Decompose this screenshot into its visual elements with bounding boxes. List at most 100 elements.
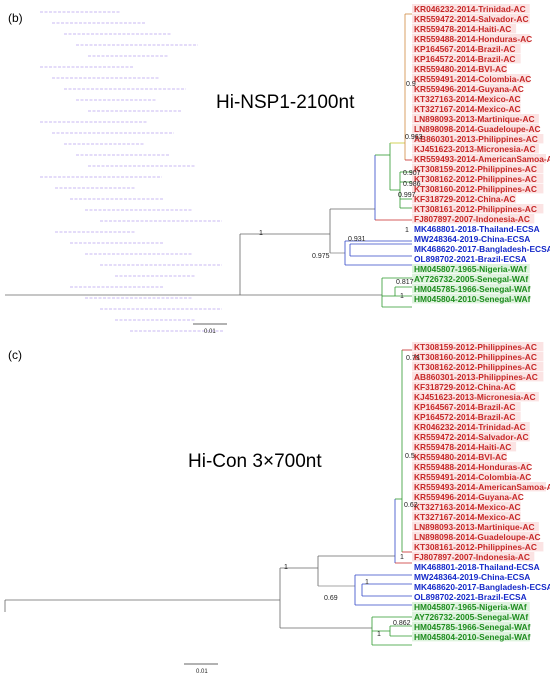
support-value: 0.69 [324, 595, 338, 602]
leaf-label: MK468801-2018-Thailand-ECSA [414, 562, 540, 572]
leaf-highlight [412, 74, 530, 84]
leaf-label: KF318729-2012-China-AC [414, 382, 515, 392]
leaf-label: KT308160-2012-Philippines-AC [414, 184, 537, 194]
leaf-label: KJ451623-2013-Micronesia-AC [414, 144, 536, 154]
leaf-label: KR559488-2014-Honduras-AC [414, 462, 532, 472]
leaf-highlight-group-b [412, 4, 546, 304]
leaf-label: FJ807897-2007-Indonesia-AC [414, 552, 530, 562]
support-value: 0.62 [404, 502, 418, 509]
leaf-highlight [412, 174, 544, 184]
leaf-highlight [412, 284, 530, 294]
leaf-label: KJ451623-2013-Micronesia-AC [414, 392, 536, 402]
leaf-label: KP164567-2014-Brazil-AC [414, 44, 515, 54]
leaf-label: LN898098-2014-Guadeloupe-AC [414, 124, 541, 134]
support-value: 0.817 [396, 279, 414, 286]
leaf-label: LN898093-2013-Martinique-AC [414, 114, 535, 124]
leaf-highlight [412, 622, 530, 632]
support-value: 0.862 [393, 620, 411, 627]
leaf-label: KT308162-2012-Philippines-AC [414, 174, 537, 184]
support-value: 0.9 [406, 81, 416, 88]
leaf-label: KR046232-2014-Trinidad-AC [414, 4, 526, 14]
leaf-label: KP164572-2014-Brazil-AC [414, 412, 515, 422]
scale-bar-b: 0.01 [193, 323, 227, 335]
leaf-highlight [412, 94, 521, 104]
leaf-label: KP164572-2014-Brazil-AC [414, 54, 515, 64]
leaf-label: KT327163-2014-Mexico-AC [414, 502, 521, 512]
leaf-label: KR559478-2014-Haiti-AC [414, 442, 511, 452]
leaf-label: LN898093-2013-Martinique-AC [414, 522, 535, 532]
panel-title-c: Hi-Con 3×700nt [188, 451, 322, 472]
leaf-labels-c: KT308159-2012-Philippines-ACKT308160-201… [414, 342, 550, 642]
leaf-highlight [412, 24, 517, 34]
leaf-label: AB860301-2013-Philippines-AC [414, 372, 538, 382]
support-value: 1 [400, 554, 404, 561]
leaf-highlight [412, 134, 544, 144]
leaf-label: KT308159-2012-Philippines-AC [414, 164, 537, 174]
leaf-highlight [412, 204, 544, 214]
leaf-highlight [412, 54, 521, 64]
leaf-highlight [412, 14, 530, 24]
panel-title-b: Hi-NSP1-2100nt [216, 92, 355, 113]
leaf-label: OL898702-2021-Brazil-ECSA [414, 592, 527, 602]
support-value: 1 [405, 227, 409, 234]
support-value: 0.907 [403, 170, 421, 177]
leaf-label: KR559493-2014-AmericanSamoa-AC [414, 482, 550, 492]
leaf-highlight [412, 144, 539, 154]
leaf-highlight [412, 264, 530, 274]
leaf-label: KR559496-2014-Guyana-AC [414, 84, 524, 94]
leaf-label: KR559496-2014-Guyana-AC [414, 492, 524, 502]
support-value: 1 [377, 631, 381, 638]
leaf-label: KR559491-2014-Colombia-AC [414, 472, 531, 482]
leaf-label: KT308161-2012-Philippines-AC [414, 204, 537, 214]
ghost-label-artifact [40, 11, 224, 332]
support-values-b: 1 0.931 0.975 0.817 1 0.907 0.986 0.997 … [259, 81, 423, 300]
scale-bar-c: 0.01 [184, 663, 218, 675]
leaf-highlight [412, 4, 530, 14]
support-value: 0.931 [348, 236, 366, 243]
support-values-c: 1 1 1 0.69 0.862 1 0.62 0.5 0.73 [284, 355, 420, 638]
support-value: 0.975 [312, 253, 330, 260]
leaf-label: KP164567-2014-Brazil-AC [414, 402, 515, 412]
leaf-highlight [412, 34, 530, 44]
leaf-label: KT308159-2012-Philippines-AC [414, 342, 537, 352]
panel-c: (c) Hi-Con 3×700nt [4, 342, 550, 675]
leaf-highlight [412, 114, 539, 124]
leaf-highlight [412, 602, 530, 612]
leaf-highlight [412, 294, 530, 304]
leaf-highlight [412, 552, 535, 562]
leaf-highlight [412, 84, 521, 94]
leaf-label: AY726732-2005-Senegal-WAf [414, 274, 528, 284]
leaf-label: MK468620-2017-Bangladesh-ECSA [414, 244, 550, 254]
leaf-highlight [412, 194, 517, 204]
leaf-highlight [412, 462, 530, 472]
leaf-label: KT327167-2014-Mexico-AC [414, 512, 521, 522]
leaf-label: KR559493-2014-AmericanSamoa-AC [414, 154, 550, 164]
panel-letter-c: (c) [8, 348, 22, 362]
leaf-label: MW248364-2019-China-ECSA [414, 234, 530, 244]
support-value: 0.5 [405, 453, 415, 460]
leaf-highlight [412, 382, 517, 392]
support-value: 1 [284, 564, 288, 571]
leaf-highlight [412, 522, 539, 532]
leaf-highlight [412, 154, 546, 164]
leaf-label: KT308160-2012-Philippines-AC [414, 352, 537, 362]
leaf-highlight [412, 214, 535, 224]
leaf-labels-b: KR046232-2014-Trinidad-ACKR559472-2014-S… [414, 4, 550, 304]
leaf-highlight [412, 274, 530, 284]
leaf-highlight [412, 512, 521, 522]
leaf-highlight [412, 104, 521, 114]
leaf-label: HM045807-1965-Nigeria-WAf [414, 264, 527, 274]
leaf-highlight [412, 542, 544, 552]
scale-label-b: 0.01 [204, 329, 216, 335]
leaf-highlight [412, 362, 544, 372]
leaf-highlight [412, 482, 546, 492]
leaf-highlight [412, 422, 530, 432]
leaf-highlight [412, 452, 507, 462]
leaf-highlight [412, 392, 539, 402]
leaf-label: KR559472-2014-Salvador-AC [414, 432, 529, 442]
leaf-label: KR559488-2014-Honduras-AC [414, 34, 532, 44]
leaf-highlight [412, 352, 544, 362]
leaf-label: LN898098-2014-Guadeloupe-AC [414, 532, 541, 542]
leaf-label: HM045785-1966-Senegal-WAf [414, 622, 531, 632]
leaf-label: KR559491-2014-Colombia-AC [414, 74, 531, 84]
